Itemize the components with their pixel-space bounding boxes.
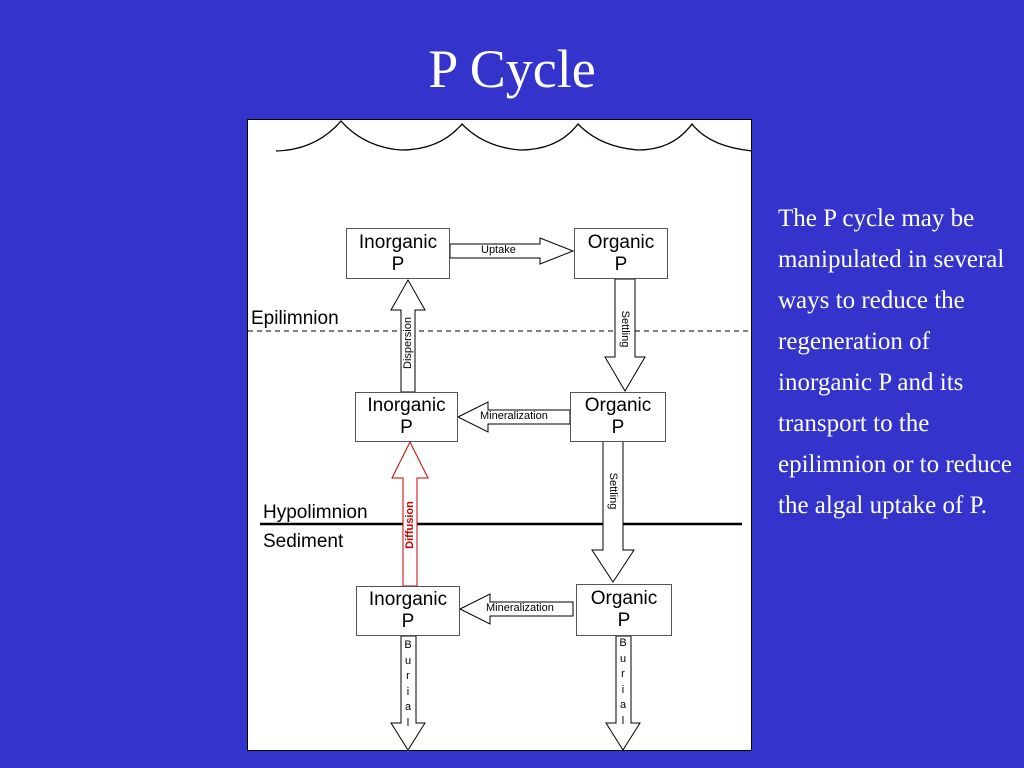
organic-p-hypolimnion-box: Organic P	[570, 392, 666, 442]
diffusion-label: Diffusion	[404, 501, 416, 549]
dispersion-label: Dispersion	[402, 317, 414, 369]
organic-p-sediment-box: Organic P	[576, 584, 672, 636]
burial-label-right: B u r i a l	[619, 637, 627, 727]
hypolimnion-label: Hypolimnion	[263, 502, 368, 523]
organic-p-epilimnion-box: Organic P	[574, 228, 668, 279]
box-label: Organic P	[584, 395, 652, 438]
box-label: Inorganic P	[367, 395, 446, 438]
sediment-label: Sediment	[263, 531, 344, 552]
uptake-label: Uptake	[481, 244, 516, 256]
epilimnion-label: Epilimnion	[251, 308, 339, 329]
burial-arrow-left	[390, 635, 426, 750]
inorganic-p-epilimnion-box: Inorganic P	[346, 228, 450, 279]
settling-arrow-lower	[591, 440, 635, 583]
explanation-text: The P cycle may be manipulated in severa…	[778, 205, 1012, 519]
p-cycle-diagram: Inorganic P Organic P Inorganic P Organi…	[247, 119, 752, 751]
page-title: P Cycle	[428, 39, 596, 99]
settling-label-lower: Settling	[607, 472, 619, 510]
mineralization-label-hypo: Mineralization	[480, 410, 548, 422]
burial-arrow-right	[605, 635, 641, 750]
box-label: Inorganic P	[358, 231, 438, 275]
box-label: Organic P	[587, 231, 655, 275]
water-surface-wave	[275, 120, 751, 152]
settling-label-upper: Settling	[619, 310, 631, 348]
mineralization-label-sed: Mineralization	[486, 602, 554, 614]
burial-label-left: B u r i a l	[404, 639, 412, 729]
mineralization-arrow-sed	[458, 593, 574, 625]
settling-arrow-upper	[604, 278, 646, 392]
inorganic-p-hypolimnion-box: Inorganic P	[355, 392, 458, 442]
diagram-lines	[248, 120, 751, 750]
box-label: Organic P	[590, 588, 658, 631]
box-label: Inorganic P	[368, 589, 448, 632]
inorganic-p-sediment-box: Inorganic P	[356, 586, 460, 636]
uptake-arrow	[449, 237, 575, 265]
